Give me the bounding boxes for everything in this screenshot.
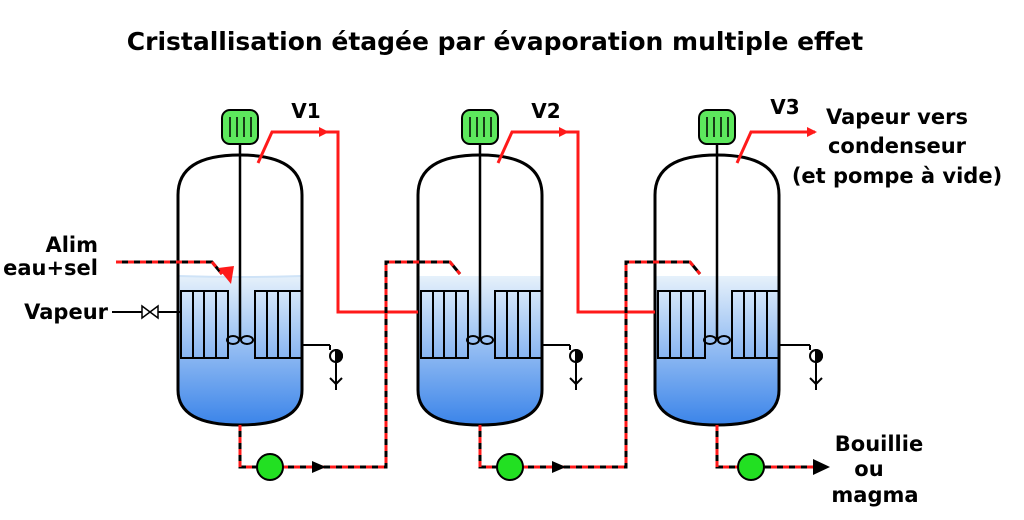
label-feed-line2: eau+sel [3, 256, 98, 280]
label-steam: Vapeur [24, 300, 109, 324]
agitator-icon [703, 335, 731, 345]
sampling-valve-icon [302, 344, 343, 390]
label-slurry-line2: ou [854, 457, 883, 481]
agitator-icon [226, 335, 254, 345]
motor-icon [698, 109, 736, 145]
heat-exchanger-icon [180, 290, 303, 359]
vapour-to-effect-3 [567, 130, 655, 314]
label-vapour-out-line1: Vapeur vers [826, 105, 968, 129]
label-slurry-line1: Bouillie [835, 432, 923, 456]
steam-line [112, 304, 181, 320]
heat-exchanger-icon [420, 290, 543, 359]
diagram-title: Cristallisation étagée par évaporation m… [127, 27, 863, 56]
valve-icon [141, 304, 159, 320]
vessel-3-shell [653, 153, 781, 427]
vessel-1-shell [176, 153, 304, 427]
label-v2: V2 [531, 99, 560, 123]
vessel-1 [176, 109, 343, 427]
vapour-line-v3 [735, 127, 817, 164]
outlet-arrow-icon [813, 459, 830, 475]
heat-exchanger-icon [657, 290, 780, 359]
vapour-line-v1 [256, 127, 329, 164]
flow-arrow-icon [552, 461, 566, 473]
vapour-line-v2 [496, 127, 569, 164]
feed-arrow-icon [218, 266, 234, 284]
label-feed-line1: Alim [45, 233, 98, 257]
label-v1: V1 [291, 99, 320, 123]
liquid-lines [116, 260, 815, 469]
pump-icon [496, 453, 524, 481]
vapour-to-effect-2 [327, 130, 418, 314]
vessel-3 [653, 109, 823, 427]
agitator-icon [466, 335, 494, 345]
sampling-valve-icon [779, 344, 823, 390]
vessel-2 [416, 109, 583, 427]
pump-icon [256, 453, 284, 481]
vapour-lines [256, 127, 817, 314]
label-vapour-out-line3: (et pompe à vide) [792, 164, 1002, 188]
vessel-2-shell [416, 153, 544, 427]
label-slurry-line3: magma [831, 483, 918, 507]
motor-icon [461, 109, 499, 145]
motor-icon [221, 109, 259, 145]
sampling-valve-icon [542, 344, 583, 390]
label-v3: V3 [770, 95, 799, 119]
label-vapour-out-line2: condenseur [828, 134, 967, 158]
flow-arrow-icon [312, 461, 326, 473]
pump-icon [737, 453, 765, 481]
